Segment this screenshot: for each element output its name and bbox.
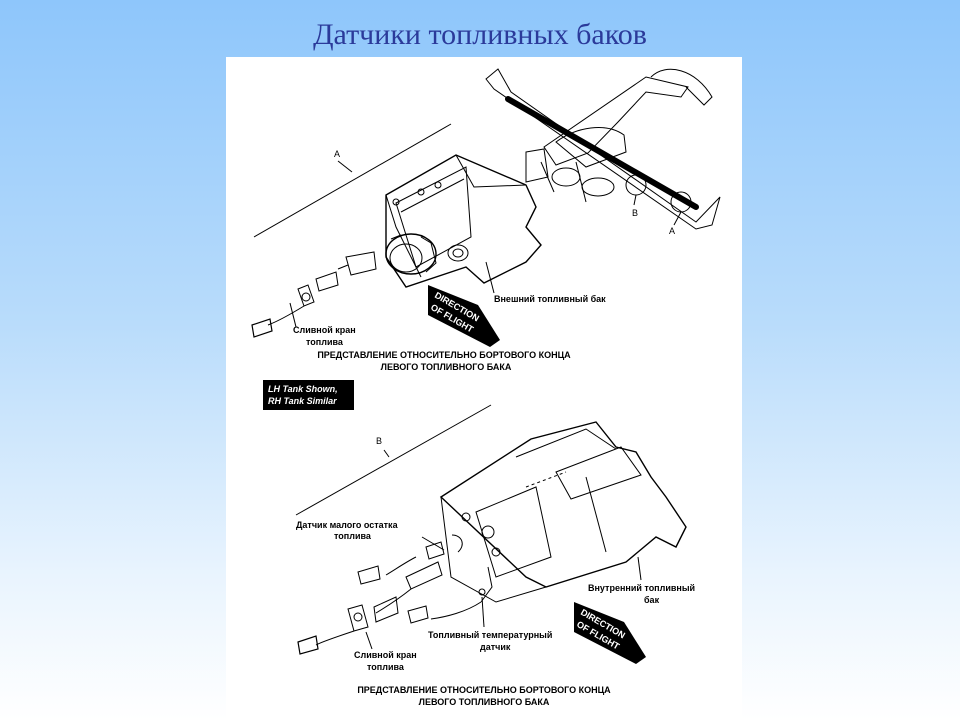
low-fuel-label-1: Датчик малого остатка bbox=[296, 520, 399, 530]
bottom-caption-2: ЛЕВОГО ТОПЛИВНОГО БАКА bbox=[419, 697, 550, 707]
drain-valve-a-label-1: Сливной кран bbox=[293, 325, 356, 335]
tank-note-line-1: LH Tank Shown, bbox=[268, 384, 338, 394]
tank-note-line-2: RH Tank Similar bbox=[268, 396, 337, 406]
drain-valve-b-label-1: Сливной кран bbox=[354, 650, 417, 660]
leader-b bbox=[383, 449, 390, 458]
fuel-temp-sensor bbox=[407, 566, 493, 628]
leader-int-tank bbox=[637, 556, 642, 581]
tank-note-box: LH Tank Shown, RH Tank Similar bbox=[263, 380, 354, 410]
diagram-drawing: DIRECTION OF FLIGHT DIRECTION OF FLIGHT … bbox=[251, 68, 721, 707]
fuel-tank-diagram: DIRECTION OF FLIGHT DIRECTION OF FLIGHT … bbox=[226, 57, 742, 720]
view-letter-a: A bbox=[334, 149, 340, 159]
aircraft-marker-a: A bbox=[669, 226, 675, 236]
temp-sensor-label-2: датчик bbox=[480, 642, 511, 652]
view-letter-b: B bbox=[376, 436, 382, 446]
top-caption-1: ПРЕДСТАВЛЕНИЕ ОТНОСИТЕЛЬНО БОРТОВОГО КОН… bbox=[317, 350, 571, 360]
bottom-caption-1: ПРЕДСТАВЛЕНИЕ ОТНОСИТЕЛЬНО БОРТОВОГО КОН… bbox=[357, 685, 611, 695]
leader-ext-tank bbox=[485, 261, 495, 294]
low-fuel-label-2: топлива bbox=[334, 531, 372, 541]
internal-tank bbox=[439, 421, 687, 603]
internal-tank-label-1: Внутренний топливный bbox=[588, 583, 695, 593]
slide-title: Датчики топливных баков bbox=[313, 18, 647, 51]
external-tank-label: Внешний топливный бак bbox=[494, 294, 606, 304]
drain-valve-b-label-2: топлива bbox=[367, 662, 405, 672]
cut-line-b bbox=[295, 404, 492, 516]
direction-arrow-top: DIRECTION OF FLIGHT bbox=[428, 285, 500, 347]
top-caption-2: ЛЕВОГО ТОПЛИВНОГО БАКА bbox=[381, 362, 512, 372]
aircraft-marker-b: B bbox=[632, 208, 638, 218]
drain-valve-a-label-2: топлива bbox=[306, 337, 344, 347]
drain-valve-b bbox=[297, 596, 399, 655]
cut-line-a bbox=[253, 123, 452, 238]
temp-sensor-label-1: Топливный температурный bbox=[428, 630, 552, 640]
aircraft-sketch bbox=[485, 68, 721, 230]
drain-valve-a bbox=[251, 251, 377, 338]
internal-tank-label-2: бак bbox=[644, 595, 660, 605]
low-fuel-sensor bbox=[357, 536, 445, 614]
direction-arrow-bottom: DIRECTION OF FLIGHT bbox=[574, 602, 646, 664]
leader-a bbox=[337, 160, 353, 173]
external-tank bbox=[385, 154, 542, 288]
